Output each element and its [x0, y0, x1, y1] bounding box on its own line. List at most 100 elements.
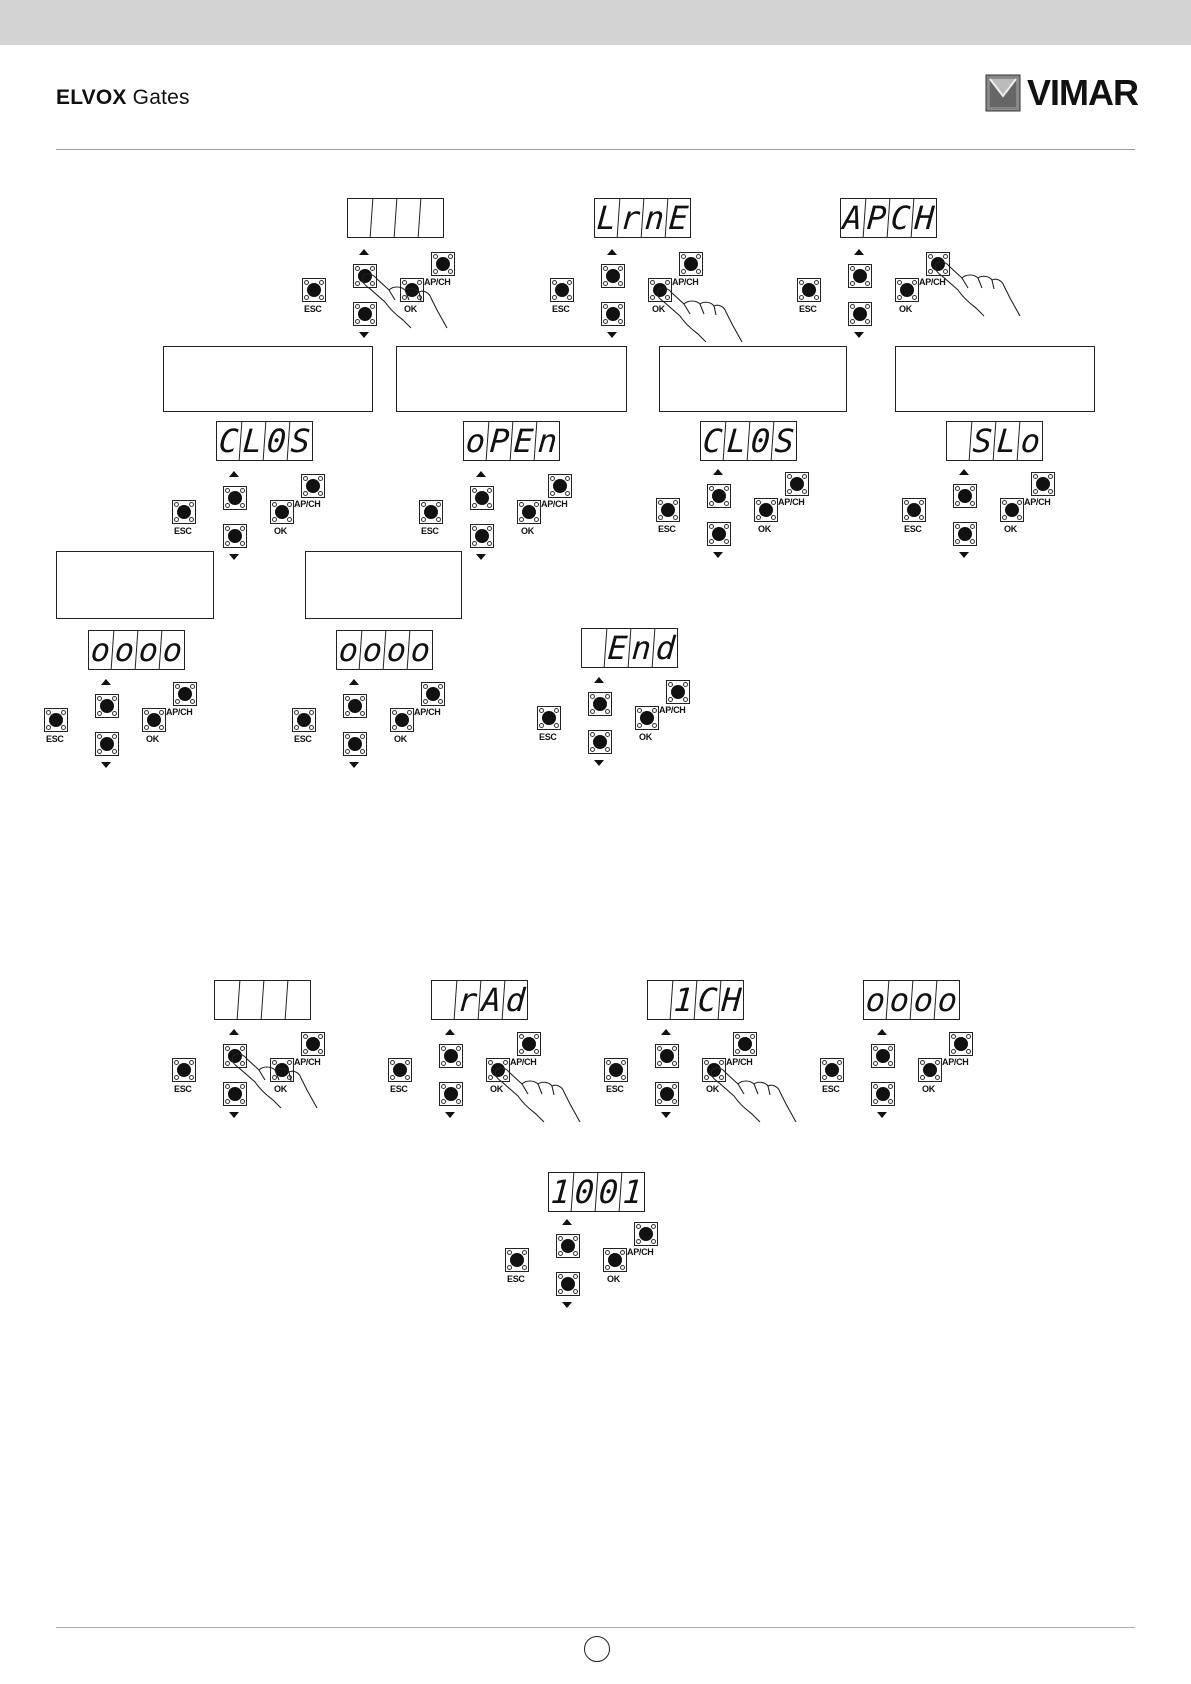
down-button[interactable] — [871, 1082, 895, 1106]
down-arrow-icon — [661, 1112, 671, 1118]
esc-button[interactable] — [292, 708, 316, 732]
down-arrow-icon — [713, 552, 723, 558]
esc-button[interactable] — [550, 278, 574, 302]
down-button[interactable] — [655, 1082, 679, 1106]
display-digit: n — [536, 422, 559, 460]
ok-button[interactable] — [603, 1248, 627, 1272]
ok-button[interactable] — [270, 500, 294, 524]
apch-button[interactable] — [421, 682, 445, 706]
apch-button[interactable] — [733, 1032, 757, 1056]
up-button[interactable] — [601, 264, 625, 288]
step-description-box — [305, 551, 462, 619]
up-button[interactable] — [848, 264, 872, 288]
esc-button[interactable] — [656, 498, 680, 522]
apch-button[interactable] — [666, 680, 690, 704]
apch-button[interactable] — [949, 1032, 973, 1056]
display-digit: E — [604, 629, 632, 667]
ok-label: OK — [607, 1274, 620, 1284]
ok-button[interactable] — [270, 1058, 294, 1082]
display-digit: P — [863, 199, 891, 237]
apch-button[interactable] — [517, 1032, 541, 1056]
down-button[interactable] — [588, 730, 612, 754]
esc-button[interactable] — [44, 708, 68, 732]
display-digit: C — [699, 422, 727, 460]
esc-button[interactable] — [537, 706, 561, 730]
up-button[interactable] — [556, 1234, 580, 1258]
display-digit: S — [289, 422, 312, 460]
apch-label: AP/CH — [659, 705, 686, 715]
up-button[interactable] — [707, 484, 731, 508]
display-digit: 1 — [621, 1173, 644, 1211]
esc-button[interactable] — [902, 498, 926, 522]
vimar-logo-text: VIMAR — [1027, 72, 1139, 113]
esc-button[interactable] — [419, 500, 443, 524]
esc-button[interactable] — [172, 500, 196, 524]
ok-button[interactable] — [142, 708, 166, 732]
up-button[interactable] — [470, 486, 494, 510]
down-button[interactable] — [707, 522, 731, 546]
ok-button[interactable] — [486, 1058, 510, 1082]
down-button[interactable] — [470, 524, 494, 548]
step-description-box — [163, 346, 373, 412]
ok-button[interactable] — [754, 498, 778, 522]
ok-button[interactable] — [400, 278, 424, 302]
esc-button[interactable] — [172, 1058, 196, 1082]
apch-button[interactable] — [301, 474, 325, 498]
apch-label: AP/CH — [672, 277, 699, 287]
down-button[interactable] — [353, 302, 377, 326]
esc-button[interactable] — [797, 278, 821, 302]
apch-button[interactable] — [301, 1032, 325, 1056]
down-button[interactable] — [343, 732, 367, 756]
up-button[interactable] — [871, 1044, 895, 1068]
display-digit — [430, 981, 458, 1019]
up-button[interactable] — [343, 694, 367, 718]
up-button[interactable] — [588, 692, 612, 716]
brand-bold: ELVOX — [56, 86, 127, 109]
down-button[interactable] — [223, 524, 247, 548]
down-button[interactable] — [439, 1082, 463, 1106]
ok-button[interactable] — [517, 500, 541, 524]
up-button[interactable] — [655, 1044, 679, 1068]
esc-button[interactable] — [604, 1058, 628, 1082]
esc-button[interactable] — [388, 1058, 412, 1082]
esc-label: ESC — [552, 304, 570, 314]
apch-button[interactable] — [1031, 472, 1055, 496]
apch-label: AP/CH — [294, 499, 321, 509]
down-button[interactable] — [556, 1272, 580, 1296]
apch-button[interactable] — [431, 252, 455, 276]
esc-button[interactable] — [505, 1248, 529, 1272]
apch-button[interactable] — [548, 474, 572, 498]
apch-button[interactable] — [785, 472, 809, 496]
apch-label: AP/CH — [294, 1057, 321, 1067]
display-digit: d — [654, 629, 677, 667]
esc-button[interactable] — [820, 1058, 844, 1082]
down-button[interactable] — [953, 522, 977, 546]
ok-label: OK — [146, 734, 159, 744]
apch-button[interactable] — [679, 252, 703, 276]
down-arrow-icon — [229, 1112, 239, 1118]
step-description-box — [895, 346, 1095, 412]
up-button[interactable] — [95, 694, 119, 718]
ok-button[interactable] — [918, 1058, 942, 1082]
down-button[interactable] — [601, 302, 625, 326]
esc-button[interactable] — [302, 278, 326, 302]
down-button[interactable] — [848, 302, 872, 326]
apch-button[interactable] — [634, 1222, 658, 1246]
ok-button[interactable] — [635, 706, 659, 730]
apch-button[interactable] — [173, 682, 197, 706]
apch-label: AP/CH — [778, 497, 805, 507]
ok-button[interactable] — [895, 278, 919, 302]
up-button[interactable] — [439, 1044, 463, 1068]
down-button[interactable] — [95, 732, 119, 756]
ok-button[interactable] — [1000, 498, 1024, 522]
down-button[interactable] — [223, 1082, 247, 1106]
up-button[interactable] — [953, 484, 977, 508]
footer-divider — [56, 1627, 1135, 1628]
up-button[interactable] — [223, 486, 247, 510]
ok-button[interactable] — [390, 708, 414, 732]
display-digit — [370, 199, 398, 237]
